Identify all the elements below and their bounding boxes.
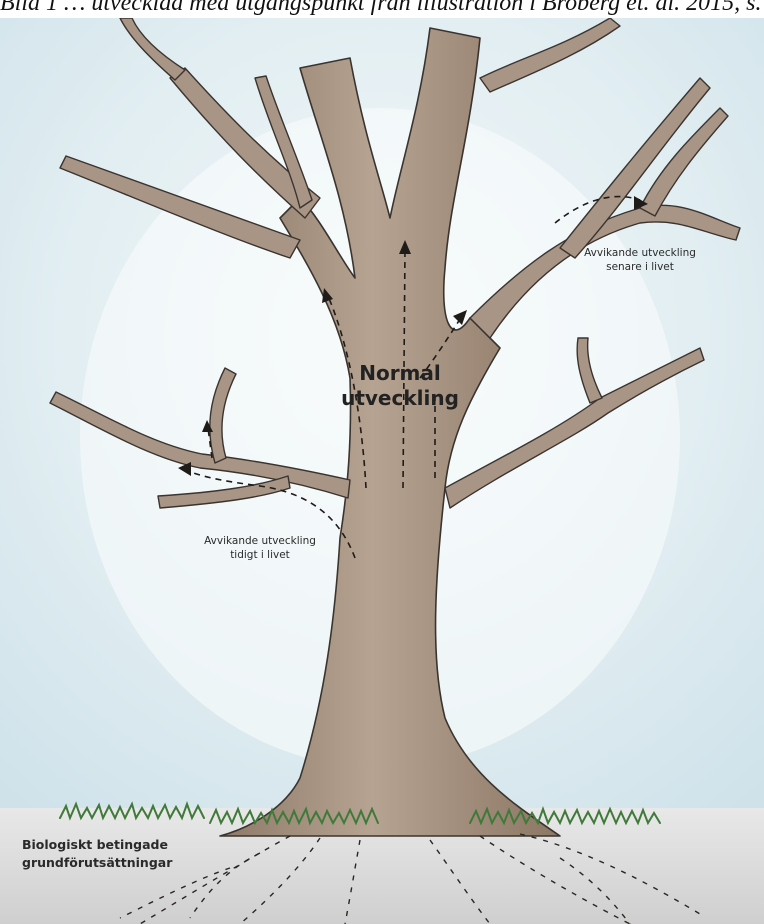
label-late-line1: Avvikande utveckling	[560, 246, 720, 260]
label-normal-line1: Normal	[320, 361, 480, 386]
figure-caption: Bild 1 … utvecklad med utgångspunkt från…	[0, 0, 764, 18]
tree-illustration: Normal utveckling Avvikande utveckling s…	[0, 18, 764, 924]
label-roots-line2: grundförutsättningar	[22, 854, 242, 872]
label-late-deviation: Avvikande utveckling senare i livet	[560, 246, 720, 274]
label-roots-line1: Biologiskt betingade	[22, 836, 242, 854]
label-early-line2: tidigt i livet	[180, 548, 340, 562]
label-biological-foundations: Biologiskt betingade grundförutsättninga…	[22, 836, 242, 872]
label-normal-line2: utveckling	[320, 386, 480, 411]
label-early-line1: Avvikande utveckling	[180, 534, 340, 548]
tree-drawing	[0, 18, 764, 924]
label-normal-development: Normal utveckling	[320, 361, 480, 411]
label-early-deviation: Avvikande utveckling tidigt i livet	[180, 534, 340, 562]
label-late-line2: senare i livet	[560, 260, 720, 274]
